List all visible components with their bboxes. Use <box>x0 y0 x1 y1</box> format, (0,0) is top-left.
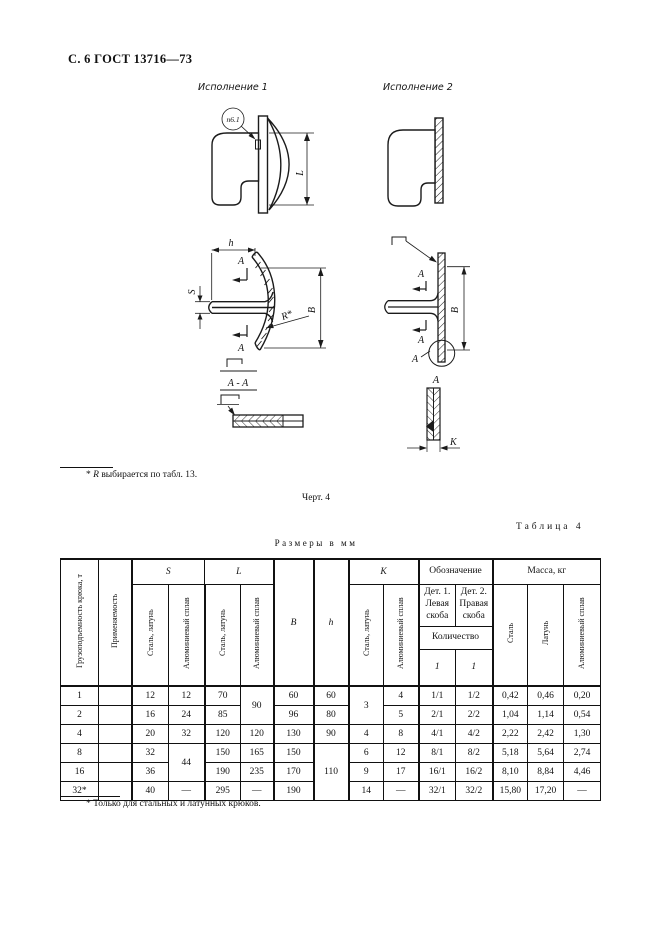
side-view-variant-2: A A B А <box>384 236 470 367</box>
dim-h-label: h <box>229 238 234 249</box>
shank-bottom-ply <box>388 312 439 322</box>
col-header-det1: Дет. 1. Левая скоба <box>418 583 457 627</box>
quantity-det1: 1 <box>418 648 457 687</box>
section-letter-top: A <box>417 269 425 280</box>
section-a-a-view: А - А <box>217 370 304 428</box>
group-header-L: L <box>203 558 275 585</box>
col-header-det2: Дет. 2. Правая скоба <box>455 583 494 627</box>
variant-1-label: Исполнение 1 <box>198 82 268 93</box>
section-letter-bottom: A <box>417 335 425 346</box>
section-letter-bottom: A <box>237 343 245 354</box>
detail-circle <box>428 339 456 367</box>
col-header-s-steel: Сталь, латунь <box>131 583 169 687</box>
col-header-s-alum: Алюминиевый сплав <box>168 583 206 687</box>
cell-applicability <box>98 743 133 763</box>
section-title: А - А <box>227 378 249 389</box>
cell-applicability <box>98 724 133 744</box>
dim-R-label: R* <box>279 309 294 324</box>
col-header-mass-steel: Сталь <box>492 583 529 687</box>
variant-2-label: Исполнение 2 <box>383 82 453 93</box>
marking-detail <box>255 139 261 150</box>
surface-symbol <box>226 358 243 367</box>
footnote-rule <box>60 796 120 797</box>
cell-applicability <box>98 705 133 725</box>
weld-mark <box>426 420 434 432</box>
col-header-l-alum: Алюминиевый сплав <box>239 583 275 687</box>
shank-top-ply <box>388 292 439 302</box>
hook-plate-hatched <box>434 117 444 204</box>
hook-plate <box>257 115 269 214</box>
surface-symbol <box>391 236 407 245</box>
strap-hatching <box>255 261 275 348</box>
dim-L-label: L <box>295 170 306 177</box>
col-header-applicability: Применяемость <box>98 558 133 687</box>
hook-body <box>387 129 436 207</box>
dimensions-table: Грузоподъемность крюка, т Применяемость … <box>60 558 602 801</box>
group-header-designation: Обозначение <box>418 558 494 585</box>
strap-inner-curve <box>251 256 269 344</box>
hook-body <box>211 132 260 206</box>
footnote-variable: R <box>93 470 99 480</box>
page-header: С. 6 ГОСТ 13716—73 <box>68 52 193 66</box>
cell-applicability <box>98 762 133 782</box>
table-footnote: * Только для стальных и латунных крюков. <box>86 799 261 809</box>
dim-K-label: К <box>449 437 458 448</box>
quantity-header: Количество <box>418 625 494 650</box>
surface-symbol <box>220 394 240 404</box>
shank-top-ply <box>212 291 274 303</box>
col-header-mass-brass: Латунь <box>527 583 565 687</box>
cell-applicability <box>98 781 133 801</box>
hook-curved-flange <box>266 117 290 211</box>
footnote-rule <box>60 467 113 468</box>
front-view-variant-1: п6.1 L <box>211 107 314 214</box>
dim-B-label: B <box>307 307 318 313</box>
col-header-k-alum: Алюминиевый сплав <box>383 583 420 687</box>
detail-a-view: А К <box>407 375 460 452</box>
section-letter-top: A <box>237 256 245 267</box>
figure-footnote: * R выбирается по табл. 13. <box>86 470 197 480</box>
group-header-mass: Масса, кг <box>492 558 602 585</box>
group-header-K: К <box>348 558 420 585</box>
plate-hatched <box>437 252 446 363</box>
leader-arrowhead <box>248 132 256 140</box>
table-caption: Таблица 4 <box>516 522 584 532</box>
strap-outer-curve <box>256 251 276 351</box>
detail-callout-letter: А <box>411 354 419 365</box>
detail-title: А <box>432 375 440 386</box>
cell-applicability <box>98 685 133 706</box>
dim-S-label: S <box>187 290 198 295</box>
quantity-det2: 1 <box>455 648 494 687</box>
col-header-h: h <box>313 558 350 687</box>
units-label: Размеры в мм <box>274 538 358 548</box>
col-header-load: Грузоподъемность крюка, т <box>60 558 99 687</box>
figure-caption: Черт. 4 <box>302 493 330 503</box>
col-header-k-steel: Сталь, латунь <box>348 583 385 687</box>
group-header-S: S <box>131 558 205 585</box>
footnote-text: выбирается по табл. 13. <box>98 470 198 480</box>
footnote-star: * <box>86 470 94 480</box>
col-header-B: B <box>273 558 315 687</box>
callout-text: п6.1 <box>226 115 239 124</box>
col-header-l-steel: Сталь, латунь <box>204 583 241 687</box>
dim-B-label: B <box>450 307 461 313</box>
front-view-variant-2 <box>387 117 444 207</box>
side-view-variant-1: h S B R* A A <box>187 238 326 367</box>
callout-circle <box>221 107 245 131</box>
shank-bottom-ply <box>212 312 274 323</box>
col-header-mass-alum: Алюминиевый сплав <box>563 583 602 687</box>
